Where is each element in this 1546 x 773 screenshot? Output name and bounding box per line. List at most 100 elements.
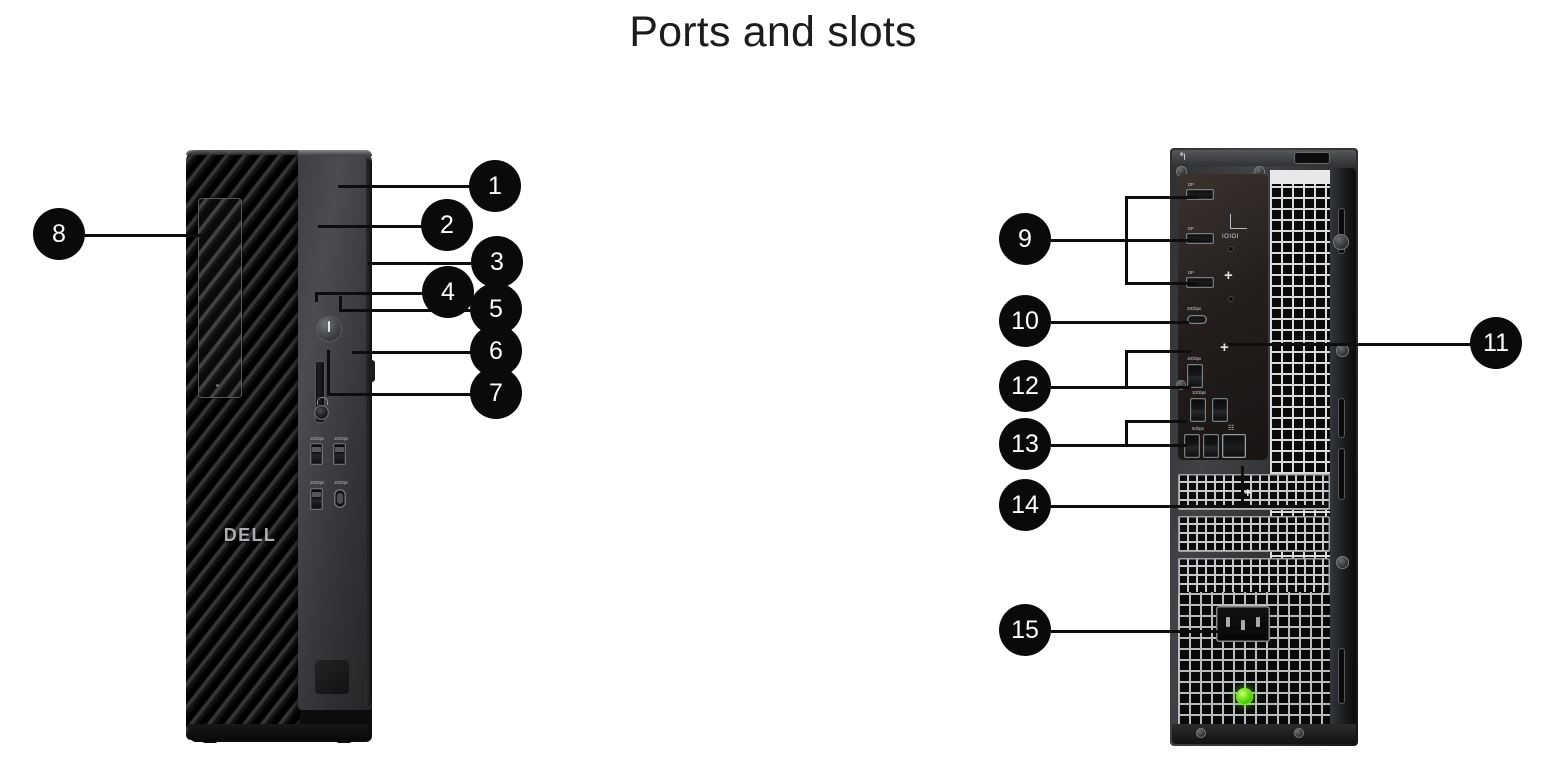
rear-foot-screw-right <box>1294 728 1304 738</box>
usb-port-upper-a[interactable] <box>1187 364 1203 388</box>
rear-rail-slot-4 <box>1338 648 1345 704</box>
callout-10[interactable]: 10 <box>999 295 1051 347</box>
usb-label-2: 10Gbps <box>334 436 348 441</box>
io-shield-dot-lower <box>1228 296 1234 302</box>
leader-line-9 <box>1051 239 1127 242</box>
usb-and-ethernet-group[interactable] <box>1184 434 1200 458</box>
rear-screw-topmid <box>1254 166 1265 177</box>
leader-line-4-stub <box>315 293 318 302</box>
io-shield-corner-mark <box>1230 214 1247 229</box>
leader-line-14 <box>1051 505 1325 508</box>
leader-line-14-riser <box>1241 466 1244 506</box>
front-io-column <box>298 150 372 710</box>
front-badge <box>315 660 349 694</box>
front-foot-right <box>336 738 352 743</box>
front-io-column-top <box>298 150 372 156</box>
leader-line-7 <box>327 393 473 396</box>
leader-line-10 <box>1051 321 1189 324</box>
usb-type-a-port[interactable] <box>310 488 323 510</box>
io-shield-plus-lower: + <box>1220 339 1229 356</box>
usb-port-left[interactable] <box>310 443 323 465</box>
leader-bracket-9-arm-top <box>1125 196 1197 199</box>
usbc-rear-label: 20Gbps <box>1187 306 1201 311</box>
rear-foot-screw-left <box>1196 728 1206 738</box>
usb-rear-upper-label: 10Gbps <box>1187 356 1201 361</box>
leader-line-6 <box>352 351 472 354</box>
callout-14[interactable]: 14 <box>999 479 1051 531</box>
power-connector-port[interactable] <box>1216 606 1270 642</box>
usb-rear-bottom-label: 5Gbps <box>1192 426 1204 431</box>
usb-port-group-upper[interactable] <box>1190 398 1206 422</box>
io-shield-plus-upper: + <box>1224 267 1233 284</box>
front-right-edge <box>366 158 372 706</box>
leader-line-13 <box>1051 444 1127 447</box>
front-base <box>188 724 368 740</box>
usb-label-3: 10Gbps <box>310 480 324 485</box>
front-bezel-top-highlight <box>186 150 300 155</box>
rear-handle-slot <box>1294 152 1330 164</box>
leader-line-12 <box>1051 386 1127 389</box>
headphone-jack[interactable] <box>314 405 329 420</box>
leader-bracket-13-arm-bottom <box>1125 444 1187 447</box>
rear-thumbscrew-lower[interactable] <box>1336 556 1349 569</box>
sd-card-slot[interactable] <box>315 361 325 423</box>
expansion-slot-plus: + <box>1244 485 1252 500</box>
power-icon <box>328 321 330 332</box>
usb-port-bottom-2[interactable] <box>1203 434 1219 458</box>
callout-11[interactable]: 11 <box>1470 317 1522 369</box>
displayport-2[interactable] <box>1186 233 1214 244</box>
callout-12[interactable]: 12 <box>999 360 1051 412</box>
callout-9[interactable]: 9 <box>999 213 1051 265</box>
front-foot-left <box>202 738 218 743</box>
front-side-tab <box>369 360 375 382</box>
leader-line-7-stub <box>327 350 330 394</box>
callout-1[interactable]: 1 <box>469 160 521 212</box>
usb-label-4: 10Gbps <box>334 480 348 485</box>
release-arrow-icon: ↰ <box>1178 151 1188 163</box>
front-bezel-inset-panel <box>198 198 242 398</box>
callout-7[interactable]: 7 <box>470 367 522 419</box>
callout-3[interactable]: 3 <box>471 236 523 288</box>
network-icon: ☷ <box>1228 425 1235 432</box>
displayport-3[interactable] <box>1186 277 1214 288</box>
io-shield-dot-upper <box>1228 246 1234 252</box>
callout-8[interactable]: 8 <box>33 208 85 260</box>
usb-port-right[interactable] <box>333 443 346 465</box>
leader-line-8 <box>85 234 205 237</box>
usb-type-c-rear[interactable] <box>1187 315 1207 324</box>
rear-view-illustration: ↰ IOIOI + + DP DP DP 20Gbps 10Gbps 10Gbp… <box>1170 148 1358 746</box>
leader-line-2 <box>318 225 424 228</box>
usb-rear-mid-label: 10Gbps <box>1192 390 1206 395</box>
leader-bracket-13-arm-top <box>1125 420 1187 423</box>
ethernet-port[interactable] <box>1222 434 1246 458</box>
usb-type-c-port[interactable] <box>334 489 346 508</box>
leader-bracket-9-arm-bottom <box>1125 282 1197 285</box>
callout-4[interactable]: 4 <box>422 266 474 318</box>
callout-2[interactable]: 2 <box>421 199 473 251</box>
leader-line-3 <box>368 262 474 265</box>
callout-13[interactable]: 13 <box>999 418 1051 470</box>
dell-logo: DELL <box>223 524 277 545</box>
displayport-1[interactable] <box>1186 189 1214 200</box>
power-pin-left <box>1226 617 1230 627</box>
leader-bracket-13-spine <box>1125 420 1128 446</box>
leader-line-11 <box>1228 343 1470 346</box>
leader-line-15 <box>1051 630 1266 633</box>
leader-line-4 <box>315 292 425 295</box>
usb-label-1: 10Gbps <box>310 436 324 441</box>
rear-thumbscrew-mid[interactable] <box>1336 344 1349 357</box>
rear-vent-mesh-upper <box>1270 184 1332 474</box>
dp-label-3: DP <box>1188 270 1194 275</box>
expansion-slot-2[interactable] <box>1178 516 1330 552</box>
expansion-card-slots[interactable] <box>1178 474 1330 510</box>
io-marker-label: IOIOI <box>1222 234 1239 240</box>
dp-label-2: DP <box>1188 226 1194 231</box>
headphone-icon <box>317 397 328 405</box>
usb-port-group-upper-2[interactable] <box>1212 398 1228 422</box>
rear-thumbscrew-upper[interactable] <box>1333 234 1349 250</box>
expansion-slot-3[interactable] <box>1178 558 1330 594</box>
callout-15[interactable]: 15 <box>999 604 1051 656</box>
leader-bracket-9-arm-mid <box>1125 239 1197 242</box>
rear-screw-topleft <box>1176 166 1187 177</box>
